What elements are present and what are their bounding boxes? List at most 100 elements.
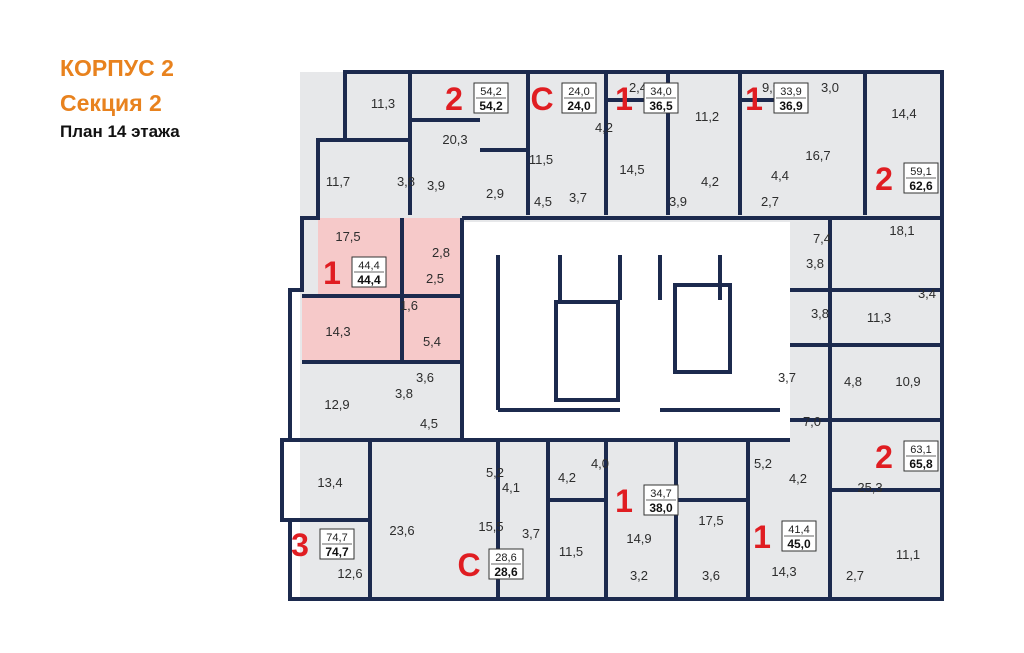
section-title: Секция 2 [60, 90, 162, 116]
room-area-label: 5,2 [486, 465, 504, 480]
room-area-label: 5,4 [423, 334, 441, 349]
room-area-label: 10,9 [895, 374, 920, 389]
room-area-label: 14,9 [626, 531, 651, 546]
apartment-living-area: 63,1 [910, 444, 931, 456]
floor-title: План 14 этажа [60, 122, 180, 141]
apartment-living-area: 59,1 [910, 166, 931, 178]
room-area-label: 14,3 [771, 564, 796, 579]
room-area-label: 11,5 [559, 544, 583, 559]
room-area-label: 14,3 [325, 324, 350, 339]
room-area-label: 3,8 [806, 256, 824, 271]
apartment-rooms-count: 1 [753, 519, 771, 555]
room-area-label: 14,5 [619, 162, 644, 177]
apartment-rooms-count: 2 [445, 81, 463, 117]
apartment-rooms-count: 2 [875, 439, 893, 475]
room-area-label: 3,8 [811, 306, 829, 321]
room-area-label: 1,6 [400, 298, 418, 313]
room-area-label: 2,7 [761, 194, 779, 209]
highlighted-apartment-upper [318, 218, 462, 296]
room-area-label: 3,9 [669, 194, 687, 209]
room-area-label: 3,7 [569, 190, 587, 205]
walls [280, 70, 944, 601]
room-area-label: 4,8 [844, 374, 862, 389]
room-area-label: 4,5 [420, 416, 438, 431]
apartment-badge[interactable]: С 28,628,6 [457, 547, 524, 583]
room-area-label: 25,3 [857, 480, 882, 495]
apartment-living-area: 24,0 [568, 86, 589, 98]
apartment-total-area: 24,0 [567, 99, 591, 113]
apartment-rooms-count: 1 [745, 81, 763, 117]
room-area-label: 4,2 [789, 471, 807, 486]
room-area-label: 7,0 [803, 414, 821, 429]
apartment-badge[interactable]: 2 54,254,2 [445, 81, 509, 117]
apartment-total-area: 44,4 [357, 273, 381, 287]
apartment-badge[interactable]: 3 74,774,7 [291, 527, 355, 563]
apartment-living-area: 54,2 [480, 86, 501, 98]
apartment-rooms-count: 1 [615, 483, 633, 519]
apartment-total-area: 54,2 [479, 99, 503, 113]
room-area-label: 2,4 [629, 80, 647, 95]
room-area-label: 2,5 [426, 271, 444, 286]
apartment-total-area: 65,8 [909, 457, 933, 471]
room-area-label: 3,0 [821, 80, 839, 95]
room-area-label: 4,2 [595, 120, 613, 135]
apartment-living-area: 74,7 [326, 532, 347, 544]
room-area-label: 23,6 [389, 523, 414, 538]
room-area-label: 3,7 [522, 526, 540, 541]
apartment-badge[interactable]: 1 33,936,9 [745, 81, 809, 117]
room-area-label: 13,4 [317, 475, 342, 490]
apartment-total-area: 28,6 [494, 565, 518, 579]
apartment-living-area: 34,7 [650, 488, 671, 500]
apartment-total-area: 62,6 [909, 179, 933, 193]
room-area-label: 11,1 [896, 547, 920, 562]
room-area-label: 20,3 [442, 132, 467, 147]
room-area-label: 17,5 [698, 513, 723, 528]
room-area-label: 7,4 [813, 231, 831, 246]
room-area-label: 14,4 [891, 106, 916, 121]
room-area-label: 17,5 [335, 229, 360, 244]
room-area-label: 11,5 [529, 152, 553, 167]
room-area-label: 12,9 [324, 397, 349, 412]
apartment-rooms-count: С [530, 81, 553, 117]
apartment-badge[interactable]: С 24,024,0 [530, 81, 597, 117]
apartment-total-area: 36,5 [649, 99, 673, 113]
room-area-label: 4,2 [701, 174, 719, 189]
apartment-badge[interactable]: 1 34,738,0 [615, 483, 679, 519]
room-area-label: 2,7 [846, 568, 864, 583]
room-area-label: 4,1 [502, 480, 520, 495]
room-area-label: 3,8 [397, 174, 415, 189]
apartment-total-area: 45,0 [787, 537, 811, 551]
apartment-badge[interactable]: 2 63,165,8 [875, 439, 939, 475]
room-area-label: 4,0 [591, 456, 609, 471]
room-area-label: 3,6 [702, 568, 720, 583]
building-title: КОРПУС 2 [60, 55, 174, 81]
apartment-rooms-count: С [457, 547, 480, 583]
room-area-label: 18,1 [889, 223, 914, 238]
room-area-label: 3,4 [918, 286, 936, 301]
room-area-label: 2,9 [486, 186, 504, 201]
room-area-label: 15,5 [478, 519, 503, 534]
room-area-label: 4,5 [534, 194, 552, 209]
room-area-label: 3,6 [416, 370, 434, 385]
apartment-rooms-count: 1 [615, 81, 633, 117]
room-area-label: 11,7 [326, 174, 350, 189]
apartment-total-area: 38,0 [649, 501, 673, 515]
apartment-living-area: 28,6 [495, 552, 516, 564]
apartment-rooms-count: 3 [291, 527, 309, 563]
room-area-label: 11,2 [695, 109, 719, 124]
room-area-label: 3,9 [427, 178, 445, 193]
room-area-label: 4,4 [771, 168, 789, 183]
room-area-label: 5,2 [754, 456, 772, 471]
apartment-total-area: 36,9 [779, 99, 803, 113]
room-area-label: 12,6 [337, 566, 362, 581]
room-area-label: 11,3 [867, 310, 891, 325]
apartment-living-area: 33,9 [780, 86, 801, 98]
apartment-total-area: 74,7 [325, 545, 349, 559]
room-area-label: 11,3 [371, 96, 395, 111]
